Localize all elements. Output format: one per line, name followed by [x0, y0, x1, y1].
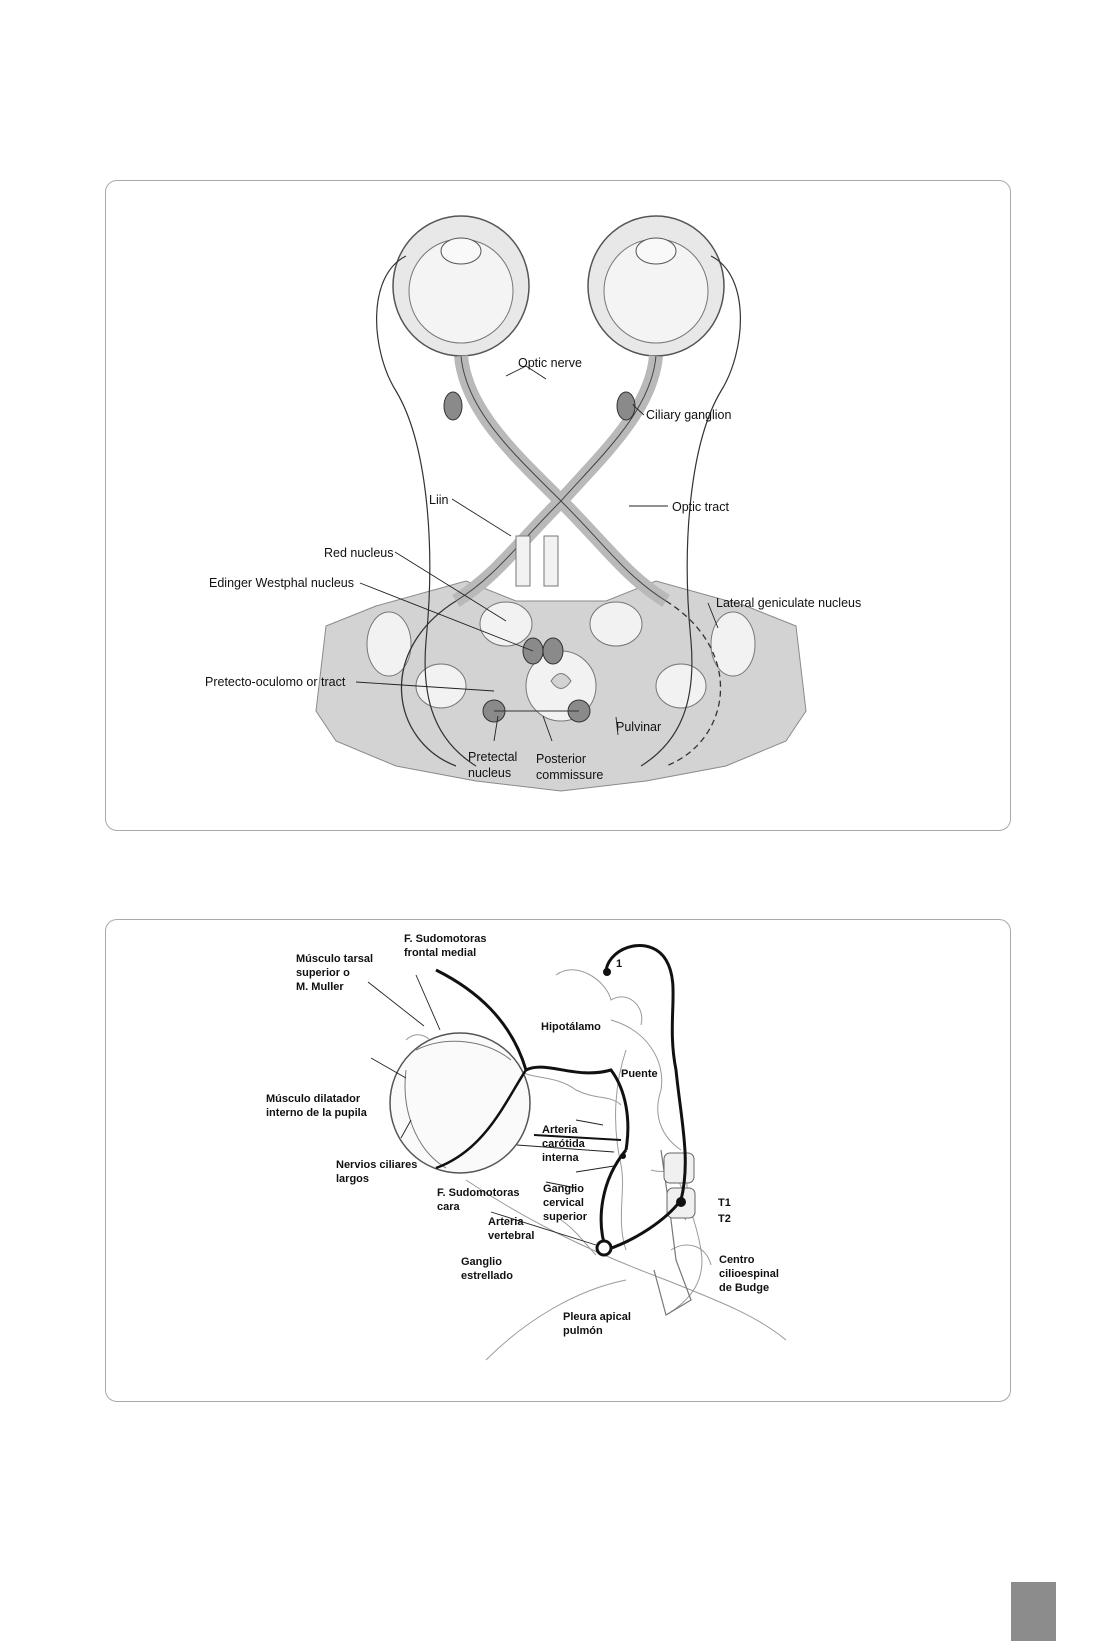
right-eye: [587, 215, 725, 357]
label-puente: Puente: [621, 1068, 658, 1080]
label-arteria-car-3: interna: [542, 1152, 580, 1164]
label-arteria-car-2: carótida: [542, 1138, 586, 1150]
label-ciliary-ganglion: Ciliary ganglion: [646, 408, 732, 422]
label-pretectal-1: Pretectal: [468, 750, 517, 764]
label-ganglio-cerv-1: Ganglio: [543, 1183, 584, 1195]
label-centro-1: Centro: [719, 1254, 755, 1266]
label-arteria-car-1: Arteria: [542, 1124, 578, 1136]
right-lgn: [710, 611, 756, 677]
hypothalamus-neuron: [603, 968, 611, 976]
label-edinger-westphal: Edinger Westphal nucleus: [209, 576, 354, 590]
label-pulvinar: Pulvinar: [616, 720, 661, 734]
label-lateral-geniculate: Lateral geniculate nucleus: [716, 596, 861, 610]
right-ciliary-ganglion: [616, 391, 636, 421]
label-dilatador-2: interno de la pupila: [266, 1107, 368, 1119]
page-corner-tab: [1011, 1582, 1056, 1641]
label-centro-2: cilioespinal: [719, 1268, 779, 1280]
right-red-nucleus: [589, 601, 643, 647]
label-centro-3: de Budge: [719, 1282, 769, 1294]
left-lgn: [366, 611, 412, 677]
label-sudo-cara-1: F. Sudomotoras: [437, 1187, 520, 1199]
anatomy-sketch: [405, 969, 787, 1361]
label-arteria-vert-2: vertebral: [488, 1230, 534, 1242]
stellate-ganglion: [595, 1239, 613, 1257]
label-ganglio-est-2: estrellado: [461, 1270, 513, 1282]
label-optic-tract: Optic tract: [672, 500, 729, 514]
right-optic-tract: [665, 600, 722, 767]
first-order-neuron: [604, 944, 687, 1201]
left-optic-tract: [400, 600, 457, 767]
left-eye: [392, 215, 530, 357]
label-arteria-vert-1: Arteria: [488, 1216, 524, 1228]
label-pleura-1: Pleura apical: [563, 1311, 631, 1323]
sympathetic-pathway-diagram: F. Sudomotoras frontal medial Músculo ta…: [266, 933, 787, 1361]
ciliospinal-center: [676, 1197, 686, 1207]
figure-panel-light-reflex: Optic nerve Ciliary ganglion Liin Optic …: [105, 180, 1011, 831]
label-posterior-1: Posterior: [536, 752, 586, 766]
vertebra-t1: [663, 1152, 695, 1184]
label-ganglio-cerv-3: superior: [543, 1211, 588, 1223]
label-liin: Liin: [429, 493, 449, 507]
ciliary-branch: [435, 1069, 528, 1170]
label-red-nucleus: Red nucleus: [324, 546, 394, 560]
left-ciliary-ganglion: [443, 391, 463, 421]
right-ew-nucleus: [542, 637, 564, 665]
eyeball: [389, 1032, 531, 1174]
right-ciliary-loop: [640, 255, 741, 767]
label-t2: T2: [718, 1213, 731, 1225]
label-ganglio-cerv-2: cervical: [543, 1197, 584, 1209]
label-sudo-cara-2: cara: [437, 1201, 461, 1213]
light-reflex-diagram: Optic nerve Ciliary ganglion Liin Optic …: [205, 215, 861, 792]
label-dilatador-1: Músculo dilatador: [266, 1093, 361, 1105]
label-posterior-2: commissure: [536, 768, 603, 782]
right-pulvinar: [655, 663, 707, 709]
label-nervios-1: Nervios ciliares: [336, 1159, 417, 1171]
label-pretecto-tract: Pretecto-oculomo or tract: [205, 675, 346, 689]
label-sudo-frontal-1: F. Sudomotoras: [404, 933, 487, 945]
label-neuron-1: 1: [616, 958, 622, 970]
left-red-nucleus: [479, 601, 533, 647]
third-order-neuron: [435, 968, 630, 1151]
label-ganglio-est-1: Ganglio: [461, 1256, 502, 1268]
label-hipotalamo: Hipotálamo: [541, 1021, 601, 1033]
label-sudo-frontal-2: frontal medial: [404, 947, 476, 959]
figure-panel-sympathetic: F. Sudomotoras frontal medial Músculo ta…: [105, 919, 1011, 1402]
label-pleura-2: pulmón: [563, 1325, 603, 1337]
label-optic-nerve: Optic nerve: [518, 356, 582, 370]
left-ciliary-loop: [376, 255, 477, 767]
label-nervios-2: largos: [336, 1173, 369, 1185]
superior-cervical-ganglion: [620, 1153, 626, 1159]
sudomotor-face-branch: [533, 1134, 622, 1141]
label-t1: T1: [718, 1197, 731, 1209]
label-tarsal-2: superior o: [296, 967, 350, 979]
label-tarsal-3: M. Muller: [296, 981, 344, 993]
label-tarsal-1: Músculo tarsal: [296, 953, 373, 965]
label-pretectal-2: nucleus: [468, 766, 511, 780]
